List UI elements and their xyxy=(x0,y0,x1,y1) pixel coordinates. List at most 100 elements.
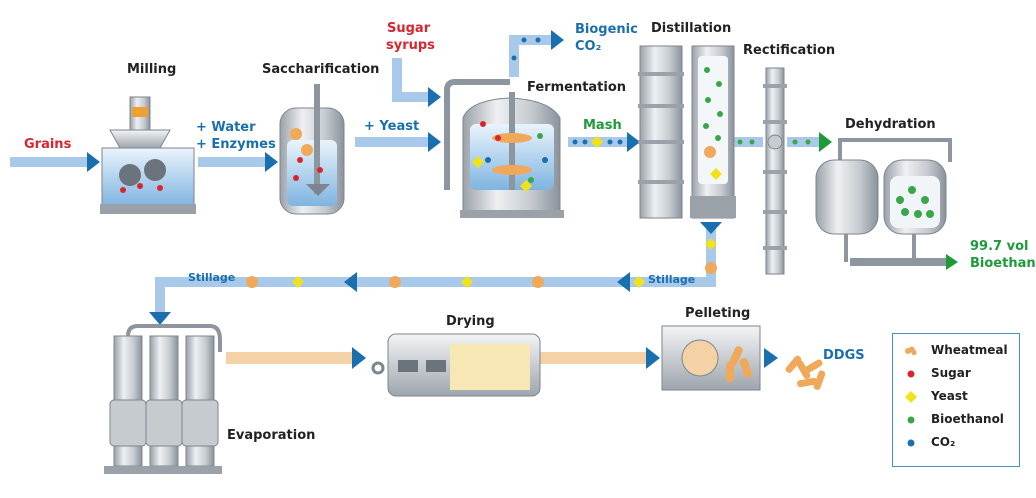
pipe-sugar-h xyxy=(392,92,430,102)
label-mash: Mash xyxy=(583,118,622,133)
yeast-diamond xyxy=(705,238,717,250)
pipe-distill-rect xyxy=(733,137,763,147)
legend-item-wheatmeal: Wheatmeal xyxy=(901,342,1017,360)
label-sugar-syrups-2: syrups xyxy=(386,38,435,53)
label-milling: Milling xyxy=(127,62,177,77)
arrow-stillage-down xyxy=(700,222,722,234)
pipe-stillage-h xyxy=(155,277,716,287)
label-stillage-right: Stillage xyxy=(648,273,696,286)
yeast-diamond xyxy=(591,136,603,148)
dehydration-vessels xyxy=(815,138,952,262)
arrow-dehydration xyxy=(819,132,832,152)
stillage-pipes xyxy=(149,222,722,325)
legend-label: Wheatmeal xyxy=(931,343,1008,357)
legend-item-yeast: Yeast xyxy=(901,388,1017,406)
rectification-column xyxy=(763,67,787,275)
label-sugar-syrups-1: Sugar xyxy=(387,21,431,36)
arrow-milling-out xyxy=(265,152,278,172)
co2-dot xyxy=(607,139,613,145)
ddgs-pellets xyxy=(785,355,826,390)
label-rectification: Rectification xyxy=(743,43,836,58)
legend-label: Sugar xyxy=(931,366,971,380)
legend: Wheatmeal Sugar Yeast Bioethanol CO₂ xyxy=(892,333,1020,467)
legend-label: Bioethanol xyxy=(931,412,1004,426)
yeast-diamond xyxy=(292,276,304,288)
pipe-sugar-v xyxy=(392,58,402,100)
arrow-stillage-2 xyxy=(344,272,357,292)
co2-dot xyxy=(511,55,517,61)
label-biogenic: Biogenic xyxy=(575,22,638,37)
label-bioethanol-pct: 99.7 vol xyxy=(970,239,1029,254)
wheatmeal-blob xyxy=(389,276,401,288)
label-distillation: Distillation xyxy=(651,21,732,36)
pipe-rect-dehyd xyxy=(787,137,821,147)
label-dehydration: Dehydration xyxy=(845,117,936,132)
sugar-dot-icon xyxy=(907,370,915,378)
label-stillage-left: Stillage xyxy=(188,271,236,284)
drying-drum xyxy=(371,333,541,397)
label-co2: CO₂ xyxy=(575,39,602,54)
yeast-diamond-icon xyxy=(905,391,917,403)
flow-pipes xyxy=(10,30,958,270)
label-drying: Drying xyxy=(446,314,495,329)
bioethanol-dot xyxy=(805,139,811,145)
saccharification-tank xyxy=(279,84,345,215)
yeast-diamond xyxy=(461,276,473,288)
distillation-columns xyxy=(638,45,736,219)
bioethanol-dot xyxy=(792,139,798,145)
yeast-diamond xyxy=(633,276,645,288)
pipe-stillage-left-down xyxy=(155,277,165,315)
co2-dot xyxy=(617,139,623,145)
pipe-milling-out xyxy=(198,157,268,167)
label-pelleting: Pelleting xyxy=(685,306,751,321)
bioethanol-dot xyxy=(749,139,755,145)
label-ddgs: DDGS xyxy=(823,348,865,363)
arrow-grains xyxy=(87,152,100,172)
arrow-yeast xyxy=(428,132,441,152)
arrow-bioethanol xyxy=(946,254,958,270)
legend-item-sugar: Sugar xyxy=(901,365,1017,383)
arrow-drying xyxy=(352,347,366,369)
wheatmeal-blob xyxy=(532,276,544,288)
co2-dot xyxy=(535,37,541,43)
legend-label: CO₂ xyxy=(931,435,956,449)
label-fermentation: Fermentation xyxy=(527,80,627,95)
pipe-grains xyxy=(10,157,90,167)
arrow-evaporation xyxy=(149,312,171,325)
fermentation-tank xyxy=(444,79,564,218)
legend-item-bioethanol: Bioethanol xyxy=(901,411,1017,429)
arrow-co2 xyxy=(551,30,564,50)
label-yeast: + Yeast xyxy=(364,119,420,134)
pelleting-press xyxy=(661,325,761,391)
label-water: + Water xyxy=(196,120,256,135)
co2-dot-icon xyxy=(907,439,915,447)
label-enzymes: + Enzymes xyxy=(196,137,276,152)
milling-machine xyxy=(100,96,196,214)
co2-dot xyxy=(582,139,588,145)
bioethanol-dot-icon xyxy=(907,416,915,424)
wheatmeal-blob xyxy=(705,262,717,274)
co2-dot xyxy=(572,139,578,145)
label-bioethanol: Bioethan xyxy=(970,256,1036,271)
arrow-sugar xyxy=(428,87,441,107)
pipe-evap-dry xyxy=(226,352,354,364)
wheatmeal-icon xyxy=(905,346,917,356)
co2-dot xyxy=(521,37,527,43)
bottom-pipes xyxy=(226,347,778,369)
arrow-ddgs xyxy=(764,348,778,368)
pipe-bioethanol-out xyxy=(850,258,948,266)
pipe-stillage-down xyxy=(706,225,716,280)
pipe-dry-pellet xyxy=(540,352,648,364)
legend-label: Yeast xyxy=(931,389,968,403)
label-grains: Grains xyxy=(24,137,72,152)
label-saccharification: Saccharification xyxy=(262,62,380,77)
legend-item-co2: CO₂ xyxy=(901,434,1017,452)
pipe-yeast xyxy=(355,137,431,147)
arrow-stillage-1 xyxy=(617,272,630,292)
arrow-pelleting xyxy=(646,347,660,369)
bioethanol-dot xyxy=(737,139,743,145)
evaporation-columns xyxy=(104,324,222,474)
pipe-co2-h xyxy=(509,35,553,45)
label-evaporation: Evaporation xyxy=(227,428,316,443)
